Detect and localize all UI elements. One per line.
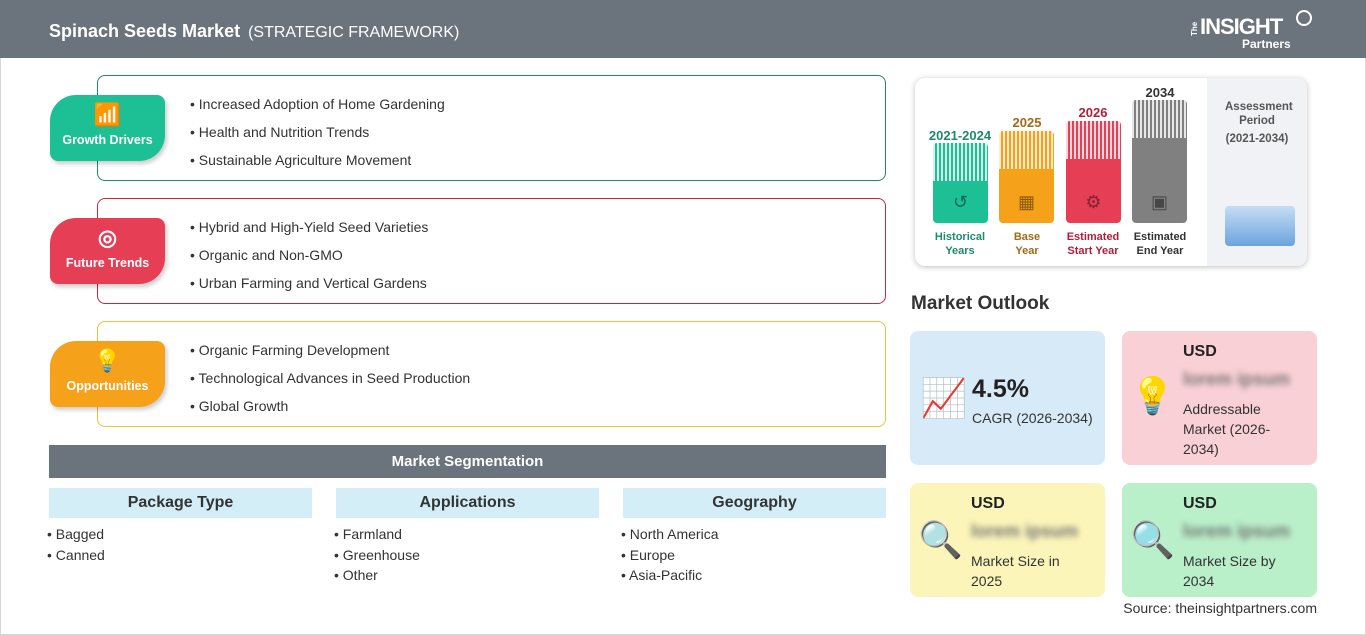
list-item: Organic Farming Development	[190, 336, 470, 364]
period-label: Historical Years	[934, 231, 986, 257]
list-item: Europe	[621, 545, 719, 566]
currency: USD	[1183, 343, 1217, 360]
list-item: North America	[621, 524, 719, 545]
source-text: Source: theinsightpartners.com	[1123, 600, 1317, 616]
magnifier-chart-icon: 🔍	[1130, 519, 1175, 560]
list-item: Urban Farming and Vertical Gardens	[190, 269, 428, 297]
year-label: 2025	[1012, 115, 1042, 130]
list-item: Canned	[47, 545, 105, 566]
list-item: Sustainable Agriculture Movement	[190, 146, 445, 174]
market-size-2025-card: 🔍 USD lorem ipsum Market Size in 2025	[910, 483, 1105, 597]
opportunities-badge: 💡Opportunities	[50, 341, 165, 407]
analytics-illustration	[1225, 206, 1295, 246]
year-label: 2034	[1145, 85, 1175, 100]
blurred-value: lorem ipsum	[971, 521, 1079, 541]
market-size-2034-card: 🔍 USD lorem ipsum Market Size by 2034	[1122, 483, 1317, 597]
card-label: Market Size by 2034	[1183, 553, 1276, 589]
list-item: Organic and Non-GMO	[190, 241, 428, 269]
lightbulb-dollar-icon: 💡	[1130, 375, 1175, 416]
segment-header: Applications	[336, 488, 599, 518]
opportunities-box: Organic Farming Development Technologica…	[97, 321, 886, 427]
list-item: Other	[334, 565, 420, 586]
header: Spinach Seeds Market(STRATEGIC FRAMEWORK…	[0, 0, 1366, 58]
market-outlook-title: Market Outlook	[911, 293, 1050, 314]
history-icon: ↺	[952, 192, 969, 212]
segment-list: North America Europe Asia-Pacific	[621, 524, 719, 586]
blurred-value: lorem ipsum	[1183, 369, 1291, 389]
cagr-value: 4.5%	[972, 375, 1029, 403]
list-item: Increased Adoption of Home Gardening	[190, 90, 445, 118]
list-item: Hybrid and High-Yield Seed Varieties	[190, 213, 429, 241]
cagr-card: 📈 4.5% CAGR (2026-2034)	[910, 331, 1105, 465]
future-trends-box: Hybrid and High-Yield Seed Varieties Org…	[97, 198, 886, 304]
period-label: Estimated End Year	[1133, 231, 1187, 257]
currency: USD	[971, 495, 1005, 512]
magnifier-chart-icon: 🔍	[918, 519, 963, 560]
assessment-range: (2021-2034)	[1225, 133, 1289, 145]
segmentation-title: Market Segmentation	[49, 445, 886, 478]
card-label: Market Size in 2025	[971, 553, 1060, 589]
card-label: Addressable Market (2026-2034)	[1183, 401, 1271, 457]
presentation-icon: ▣	[1150, 192, 1168, 212]
list-item: Health and Nutrition Trends	[190, 118, 445, 146]
year-label: 2026	[1078, 105, 1108, 120]
growth-drivers-box: Increased Adoption of Home Gardening Hea…	[97, 75, 886, 181]
list-item: Technological Advances in Seed Productio…	[190, 364, 471, 392]
target-icon: ◎	[97, 225, 118, 250]
bar-base: ▦	[999, 131, 1054, 223]
list-item: Bagged	[47, 524, 105, 545]
list-item: Farmland	[334, 524, 420, 545]
period-label: Estimated Start Year	[1066, 231, 1120, 257]
period-label: Base Year	[1013, 231, 1041, 257]
growth-drivers-badge: 📶Growth Drivers	[50, 95, 165, 161]
bar-end: ▣	[1132, 100, 1187, 223]
bar-historical: ↺	[933, 143, 988, 223]
growth-chart-icon: 📈	[920, 378, 968, 420]
addressable-market-card: 💡 USD lorem ipsum Addressable Market (20…	[1122, 331, 1317, 465]
calendar-icon: ▦	[1017, 192, 1035, 212]
lightbulb-hand-icon: 💡	[93, 348, 122, 373]
list-item: Asia-Pacific	[621, 565, 719, 586]
year-label: 2021-2024	[928, 128, 992, 143]
list-item: Global Growth	[190, 392, 470, 420]
blurred-value: lorem ipsum	[1183, 521, 1291, 541]
monitor-gear-icon: ⚙	[1085, 192, 1102, 212]
bar-start: ⚙	[1066, 121, 1121, 223]
cagr-label: CAGR (2026-2034)	[972, 410, 1093, 426]
segment-list: Bagged Canned	[47, 524, 105, 565]
list-item: Greenhouse	[334, 545, 420, 566]
segment-header: Geography	[623, 488, 886, 518]
page-subtitle: (STRATEGIC FRAMEWORK)	[248, 24, 460, 41]
assessment-label: Assessment Period	[1225, 101, 1293, 127]
currency: USD	[1183, 495, 1217, 512]
future-trends-badge: ◎Future Trends	[50, 218, 165, 284]
growth-chart-icon: 📶	[93, 102, 122, 127]
assessment-panel: Assessment Period (2021-2034)	[1207, 78, 1307, 266]
timeline-card: ↺ ▦ ⚙ ▣ 2021-2024 2025 2026 2034 Histori…	[915, 78, 1307, 266]
page-title: Spinach Seeds Market(STRATEGIC FRAMEWORK…	[49, 21, 460, 41]
segment-header: Package Type	[49, 488, 312, 518]
segment-list: Farmland Greenhouse Other	[334, 524, 420, 586]
